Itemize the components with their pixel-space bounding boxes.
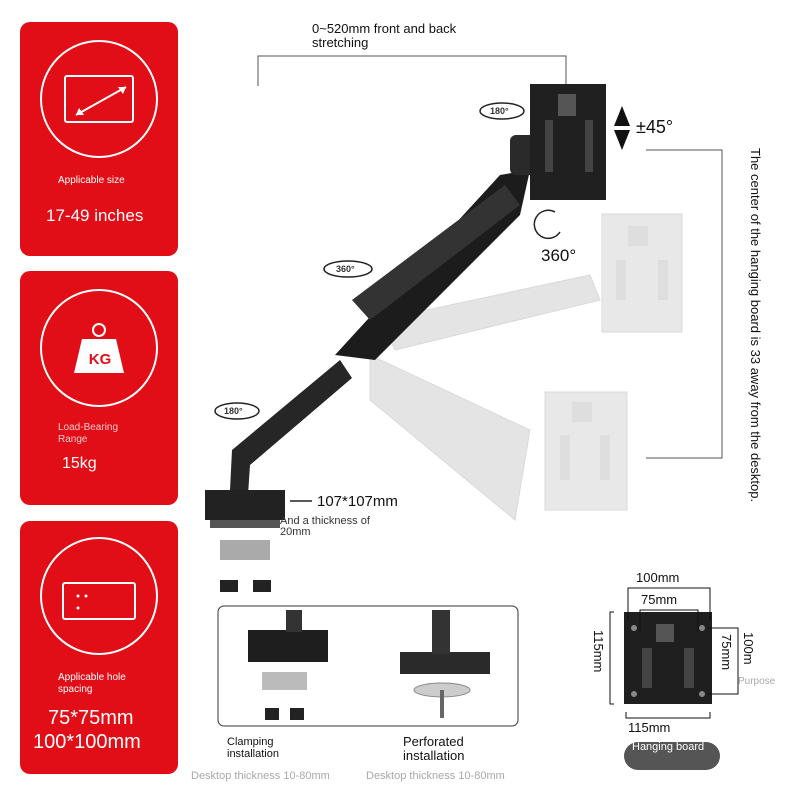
clamp-install-illustration <box>248 610 328 720</box>
base-thickness-label: And a thickness of 20mm <box>280 515 370 538</box>
diagonal-screen-icon <box>64 75 134 123</box>
ghost-arm-upper <box>379 213 683 351</box>
plate-purpose-label: Purpose <box>738 676 776 687</box>
kg-text: KG <box>88 351 112 368</box>
perforated-thickness-label: Desktop thickness 10-80mm <box>366 770 505 782</box>
stretch-label: 0~520mm front and back stretching <box>312 21 457 50</box>
rotate-center-label: 360° <box>541 246 577 265</box>
hole-value-1: 75*75mm <box>48 707 134 729</box>
vesa-plate-icon <box>62 582 136 620</box>
clamp-install-label: Clamping installation <box>227 736 279 760</box>
main-arm <box>205 84 606 592</box>
hanging-board-badge: Hanging board <box>632 741 705 753</box>
plate-right-75-label: 75mm <box>719 634 734 671</box>
perforated-install-label: Perforated installation <box>403 734 465 763</box>
ghost-arm-lower <box>369 354 628 521</box>
hole-card: Applicable hole spacing 75*75mm 100*100m… <box>20 521 178 774</box>
weight-kg-icon <box>74 323 124 373</box>
vesa-plate-diagram <box>609 587 739 770</box>
load-label: Load-Bearing Range <box>58 422 119 445</box>
tilt-arrow-icon <box>614 106 630 150</box>
size-card: Applicable size 17-49 inches <box>20 22 178 256</box>
plate-top-100-label: 100mm <box>636 570 680 585</box>
clamp-thickness-label: Desktop thickness 10-80mm <box>191 770 330 782</box>
rotate-180-low-label: 180° <box>224 406 243 416</box>
load-card: KG Load-Bearing Range 15kg <box>20 271 178 505</box>
size-label: Applicable size <box>58 175 125 186</box>
plate-top-75-label: 75mm <box>641 592 678 607</box>
hole-value-2: 100*100mm <box>33 731 141 753</box>
tilt-label: ±45° <box>636 117 674 137</box>
plate-right-100-label: 100m <box>741 632 756 665</box>
load-value: 15kg <box>62 455 97 472</box>
hole-label: Applicable hole spacing <box>58 672 126 695</box>
perforated-install-illustration <box>400 610 490 718</box>
rotate-arrow-icon <box>214 102 561 420</box>
vertical-note: The center of the hanging board is 33 aw… <box>748 148 763 503</box>
rotate-180-top-label: 180° <box>490 106 509 116</box>
base-size-label: 107*107mm <box>317 493 398 510</box>
size-ring <box>40 40 158 158</box>
size-value: 17-49 inches <box>46 206 144 225</box>
hole-ring <box>40 537 158 655</box>
plate-bottom-115-label: 115mm <box>628 720 671 735</box>
plate-left-115-label: 115mm <box>591 630 606 673</box>
load-ring: KG <box>40 289 158 407</box>
rotate-360-mid-label: 360° <box>336 264 355 274</box>
